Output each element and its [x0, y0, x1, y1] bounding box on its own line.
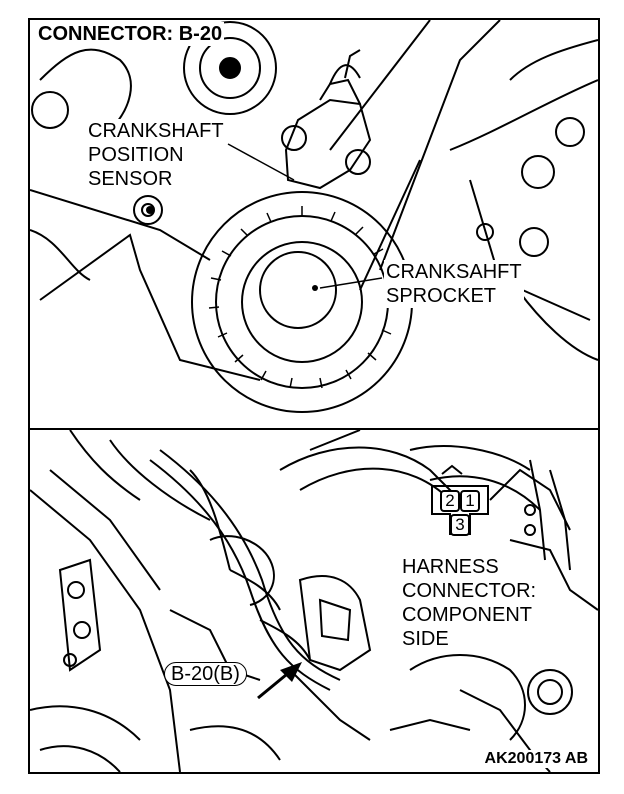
panel-divider	[30, 428, 598, 430]
engine-bay-illustration	[30, 430, 598, 772]
harness-connector-label: HARNESS CONNECTOR: COMPONENT SIDE	[402, 556, 537, 650]
crankshaft-sprocket-label: CRANKSAHFT SPROCKET	[384, 260, 524, 308]
connector-pin-2: 2	[440, 490, 460, 512]
connector-callout-label: B-20(B)	[164, 662, 247, 686]
crankshaft-position-sensor-label: CRANKSHAFT POSITION SENSOR	[86, 119, 226, 191]
connector-title: CONNECTOR: B-20	[36, 22, 225, 46]
connector-pin-3: 3	[450, 514, 470, 536]
diagram-frame: CONNECTOR: B-20 CRANKSHAFT POSITION SENS…	[28, 18, 600, 774]
engine-bay-illustration-panel	[30, 430, 598, 772]
callout-arrow-head	[280, 662, 302, 682]
sensor-illustration	[30, 20, 598, 413]
sensor-illustration-panel	[30, 20, 598, 428]
connector-pin-1: 1	[460, 490, 480, 512]
figure-code: AK200173 AB	[482, 750, 590, 768]
